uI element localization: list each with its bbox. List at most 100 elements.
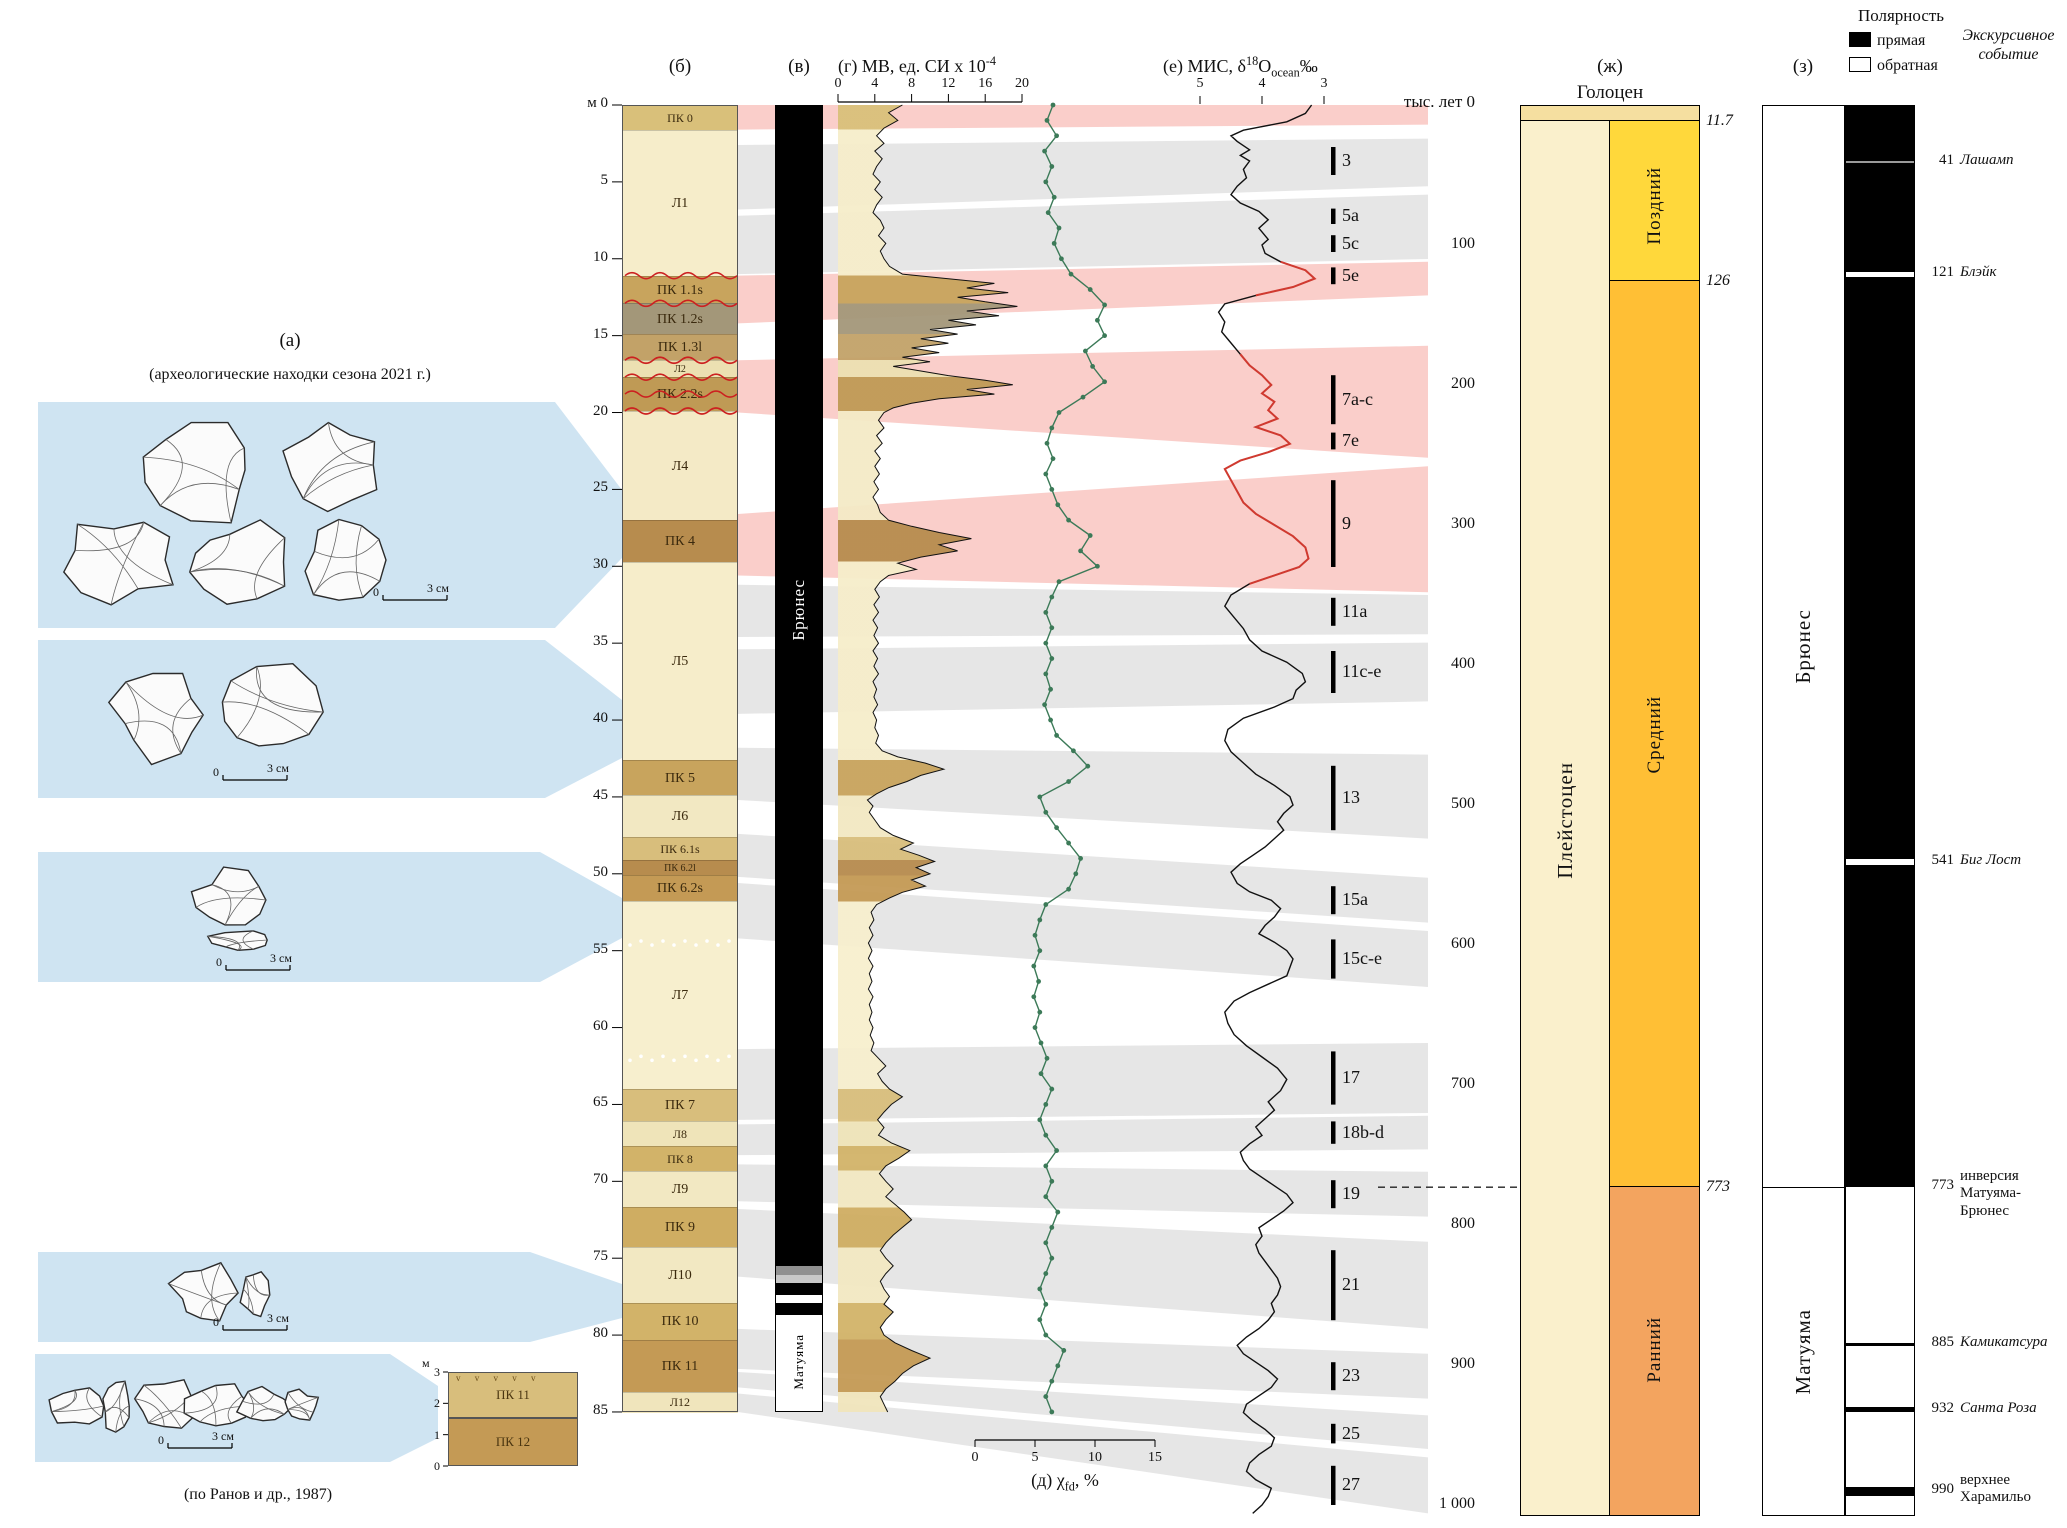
flake-scar-line [314, 538, 380, 559]
xfd-point [1043, 471, 1049, 477]
strat-layer-label: Л12 [669, 1395, 691, 1410]
xfd-point [1055, 1209, 1061, 1215]
polarity-left-segment [775, 1265, 823, 1276]
flake-scar-line [143, 1384, 182, 1429]
stone-artifact-drawing [102, 1380, 130, 1433]
polarity-right-segment-1 [1845, 1187, 1915, 1517]
polarity-mark-990 [1845, 1486, 1915, 1496]
xfd-point [1078, 856, 1083, 861]
panel-zh-label: (ж) [1597, 56, 1623, 77]
xfd-point [1056, 225, 1062, 231]
scalebar-zero-label: 0 [373, 585, 379, 599]
speckle-dot [650, 1058, 654, 1063]
flake-scar-line [195, 897, 266, 908]
speckle-dot [639, 1054, 643, 1059]
strat-layer-Л10: Л10 [622, 1247, 738, 1304]
xfd-point [1043, 809, 1049, 815]
xfd-point [1049, 1409, 1055, 1415]
xfd-point [1085, 763, 1091, 769]
mis-stage-bar-11c-e [1331, 651, 1336, 693]
mis-stage-bar-11a [1331, 597, 1336, 626]
strat-layer-label: ПК 6.2l [664, 863, 696, 875]
xfd-point [1080, 394, 1086, 400]
xfd-point [1049, 1378, 1055, 1384]
time-axis-label: тыс. лет 0 [1403, 92, 1475, 111]
xfd-point [1049, 425, 1055, 431]
xfd-point [1049, 1178, 1055, 1184]
epoch-0 [1610, 121, 1700, 282]
scalebar-3cm-label: 3 см [267, 761, 289, 775]
mis-stage-bar-13 [1331, 765, 1336, 831]
legend-normal-row: прямая [1849, 32, 1925, 50]
mis-curve-warm-segment-0 [1255, 260, 1317, 297]
polarity-mark-885 [1845, 1342, 1915, 1346]
strat-layer-label: Л2 [674, 364, 686, 376]
polarity-legend-title: Полярность [1857, 6, 1945, 25]
polarity-mark-121 [1845, 271, 1915, 277]
flake-scar-line [200, 1270, 227, 1306]
holocene-interval [1520, 105, 1700, 122]
flake-scar-line [172, 697, 192, 754]
xfd-point [1043, 1240, 1049, 1246]
strat-layer-ПК8: ПК 8 [622, 1145, 738, 1172]
flake-scar-line [159, 483, 240, 506]
xfd-point [1051, 240, 1057, 246]
flake-scar-line [227, 1395, 243, 1424]
strat-layer-ПК11: ПК 11 [622, 1339, 738, 1393]
correlation-band-gray-2 [738, 194, 1428, 275]
red-wavy-boundary [624, 271, 738, 280]
red-wavy-boundary [624, 407, 738, 415]
xfd-axis-title: (д) χfd, % [1031, 1470, 1099, 1495]
flake-scar-line [230, 680, 324, 713]
flake-scar-line [225, 939, 268, 948]
xfd-point [1032, 1025, 1038, 1030]
mis-stage-bar-5c [1331, 235, 1336, 252]
mis-curve-warm-segment-1 [1223, 353, 1310, 585]
panel-a-caption: (археологические находки сезона 2021 г.) [149, 366, 431, 383]
panel-a-label: (а) [279, 330, 301, 351]
xfd-point [1054, 733, 1059, 738]
mv-axis-title-text: (г) МВ, ед. СИ x 10 [838, 56, 986, 76]
xfd-point [1061, 1348, 1067, 1353]
xfd-point [1037, 1117, 1043, 1123]
red-wavy-boundary [624, 373, 738, 381]
panel-z-label: (з) [1792, 56, 1814, 77]
flake-scar-line [224, 886, 259, 926]
xfd-point [1066, 517, 1071, 523]
flake-scar-line [125, 681, 204, 719]
xfd-point [1037, 794, 1043, 800]
strat-layer-label: ПК 6.1s [660, 841, 700, 856]
xfd-point [1102, 333, 1107, 339]
speckle-dot [672, 943, 676, 947]
xfd-point [1044, 117, 1050, 123]
xfd-point [1054, 825, 1059, 831]
polarity-mark-932 [1845, 1407, 1915, 1413]
speckle-dot [672, 1058, 676, 1063]
strat-layer-ПК1.2s: ПК 1.2s [622, 303, 738, 336]
mis-curve [1217, 104, 1317, 1514]
xfd-point [1044, 1055, 1050, 1061]
mis-stage-bar-21 [1331, 1250, 1336, 1321]
red-wavy-boundary [624, 299, 738, 308]
xfd-point [1043, 1194, 1049, 1200]
find-horizon-band-3 [38, 852, 622, 982]
mis-axis-title-sup: 18 [1245, 54, 1259, 68]
flake-scar-line [105, 1381, 126, 1413]
strat-layer-Л1: Л1 [622, 129, 738, 277]
strat-layer-label: ПК 5 [665, 770, 695, 786]
correlation-band-gray-10 [738, 883, 1428, 987]
xfd-point [1043, 610, 1049, 615]
scalebar-3cm-label: 3 см [270, 951, 292, 965]
mis-axis-title-ocean: ocean [1271, 65, 1300, 80]
mis-stage-bar-7e [1331, 432, 1336, 450]
mis-stage-bar-23 [1331, 1362, 1336, 1391]
xfd-point [1066, 840, 1071, 846]
mis-stage-bar-25 [1331, 1423, 1336, 1444]
xfd-axis-title-suffix: , % [1074, 1470, 1099, 1490]
mis-stage-bar-15c-e [1331, 939, 1336, 979]
flake-scar-line [256, 666, 324, 713]
speckle-dot [727, 939, 731, 943]
flake-scar-line [125, 681, 140, 741]
flake-scar-line [328, 422, 374, 466]
